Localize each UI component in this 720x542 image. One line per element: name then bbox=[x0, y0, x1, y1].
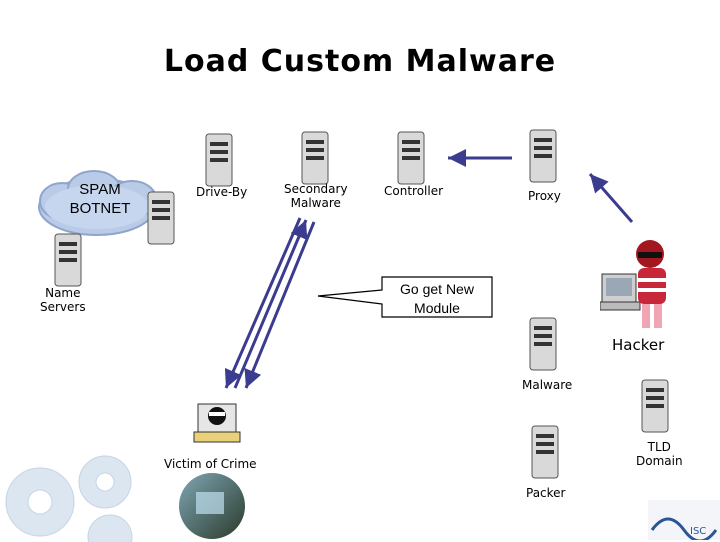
secondary-malware-server-icon bbox=[301, 131, 329, 185]
secondary-malware-label: Secondary Malware bbox=[284, 182, 348, 210]
controller-label: Controller bbox=[384, 184, 444, 198]
drive-by-server-icon bbox=[147, 191, 175, 245]
malware-server-icon bbox=[529, 317, 557, 371]
name-servers-label: Name Servers bbox=[40, 286, 86, 314]
hacker-figure-icon bbox=[600, 240, 666, 328]
victim-label: Victim of Crime bbox=[164, 457, 257, 471]
arrow-secondary-to-victim-2 bbox=[244, 221, 316, 389]
proxy-server-icon bbox=[529, 129, 557, 183]
tld-domain-label: TLD Domain bbox=[636, 440, 683, 468]
packer-label: Packer bbox=[526, 486, 566, 500]
callout-bubble bbox=[317, 276, 493, 318]
drive-by-label: Drive-By bbox=[196, 185, 248, 199]
name-servers-server-icon bbox=[54, 233, 82, 287]
packer-server-icon bbox=[531, 425, 559, 479]
page-title: Load Custom Malware bbox=[163, 44, 557, 79]
hacker-label: Hacker bbox=[612, 336, 665, 354]
arrow-secondary-to-victim-1 bbox=[224, 217, 302, 389]
controller-server-icon bbox=[397, 131, 425, 185]
proxy-label: Proxy bbox=[528, 189, 561, 203]
callout-text: Go get New Module bbox=[400, 281, 474, 316]
victim-computer-icon bbox=[193, 403, 241, 443]
isc-logo: ISC bbox=[648, 500, 720, 540]
victim-photo bbox=[179, 473, 245, 539]
svg-text:ISC: ISC bbox=[690, 526, 706, 537]
spam-botnet-label: SPAM BOTNET bbox=[69, 181, 131, 217]
arrow-victim-to-secondary bbox=[233, 219, 308, 389]
tld-domain-server-icon bbox=[641, 379, 669, 433]
drive-by-server-top-icon bbox=[205, 133, 233, 187]
malware-label: Malware bbox=[522, 378, 573, 392]
gears-decoration bbox=[5, 455, 133, 542]
arrow-hacker-to-proxy bbox=[588, 173, 634, 223]
botnet-cloud bbox=[38, 170, 157, 236]
